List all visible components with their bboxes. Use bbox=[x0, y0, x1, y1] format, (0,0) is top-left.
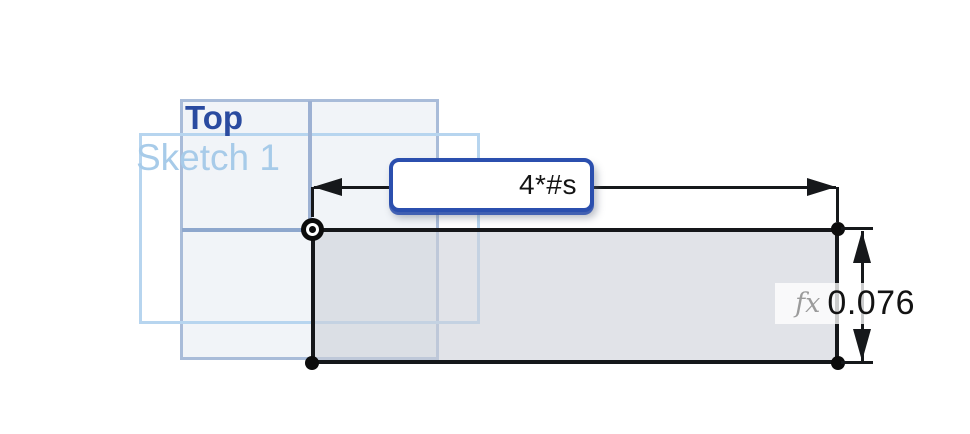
sketch-label[interactable]: Sketch 1 bbox=[136, 137, 280, 178]
height-dimension-value[interactable]: fx 0.076 bbox=[775, 283, 917, 324]
sketch-profile-rectangle[interactable] bbox=[311, 228, 839, 364]
front-plane-edge[interactable] bbox=[182, 228, 312, 232]
width-extension-line-left bbox=[311, 187, 314, 217]
vertex-top-right[interactable] bbox=[831, 222, 845, 236]
dimension-expression-text: 4*#s bbox=[518, 169, 577, 200]
top-plane-label[interactable]: Top bbox=[185, 99, 244, 136]
arrow-left-icon bbox=[313, 178, 342, 196]
arrow-up-icon bbox=[853, 231, 871, 263]
fx-icon: fx bbox=[795, 288, 821, 319]
height-extension-line-top bbox=[841, 227, 873, 230]
dimension-expression-input[interactable]: 4*#s bbox=[389, 158, 594, 212]
arrow-down-icon bbox=[853, 329, 871, 361]
arrow-right-icon bbox=[807, 178, 836, 196]
vertex-bottom-left[interactable] bbox=[305, 356, 319, 370]
vertex-bottom-right[interactable] bbox=[831, 356, 845, 370]
width-extension-line-right bbox=[836, 187, 839, 222]
origin-point[interactable] bbox=[301, 218, 324, 241]
right-plane-edge[interactable] bbox=[308, 101, 312, 230]
origin-center-dot bbox=[309, 226, 316, 233]
height-extension-line-bottom bbox=[841, 361, 873, 364]
height-value-text: 0.076 bbox=[827, 284, 915, 322]
